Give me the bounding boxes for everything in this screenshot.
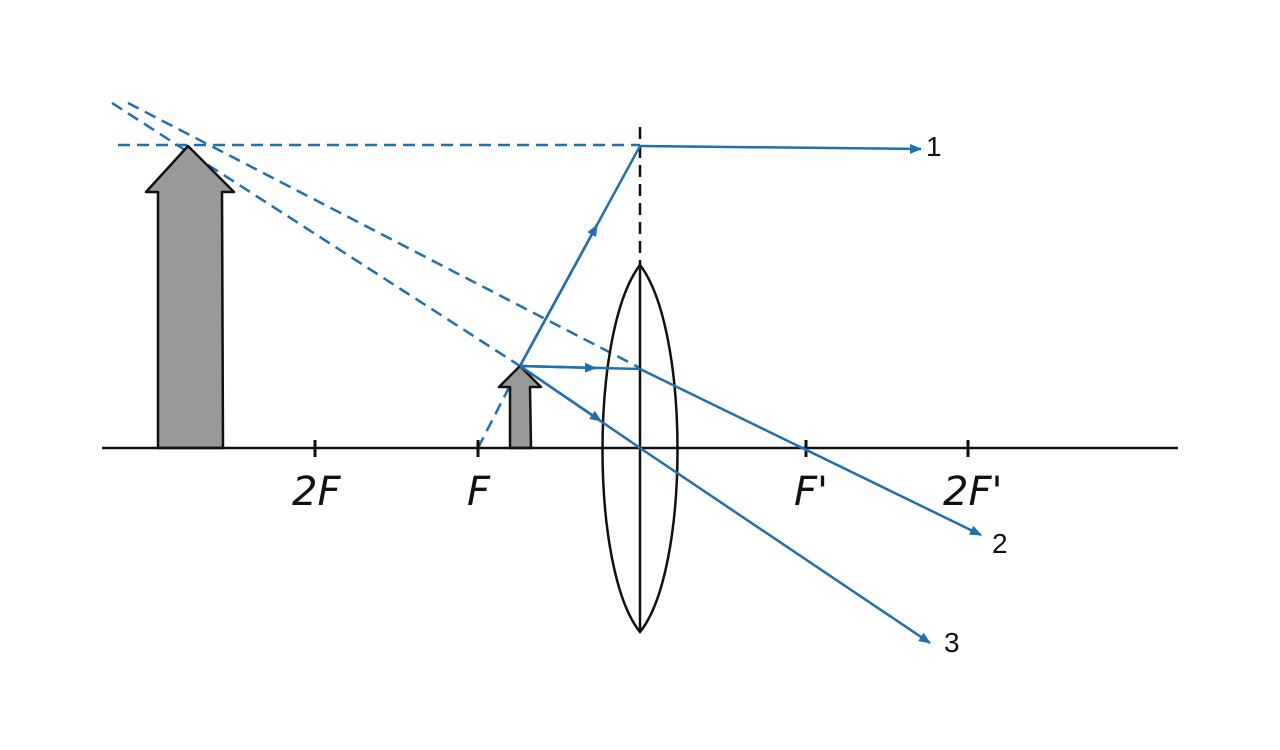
label-f: F	[467, 469, 491, 515]
label-2f: 2F	[292, 469, 341, 515]
ray3-incident-arrow	[519, 364, 602, 423]
ray2-incident-arrow	[519, 362, 597, 373]
ray3-extension	[127, 101, 641, 370]
label-2f-prime: 2F'	[943, 469, 1002, 515]
ray2-refracted	[639, 367, 982, 537]
ray3-label: 3	[944, 627, 960, 658]
axis-ticks	[313, 440, 970, 457]
virtual-image-arrow	[144, 144, 236, 450]
ray2-extension	[111, 101, 521, 368]
label-f-prime: F'	[794, 469, 828, 515]
ray1-incident-arrow	[518, 224, 599, 367]
ray3-through-center	[639, 446, 931, 645]
ray1-label: 1	[926, 131, 942, 162]
ray2-label: 2	[992, 528, 1008, 559]
real-rays	[518, 143, 982, 645]
ray1-refracted	[639, 143, 922, 154]
object-arrow	[497, 364, 543, 450]
